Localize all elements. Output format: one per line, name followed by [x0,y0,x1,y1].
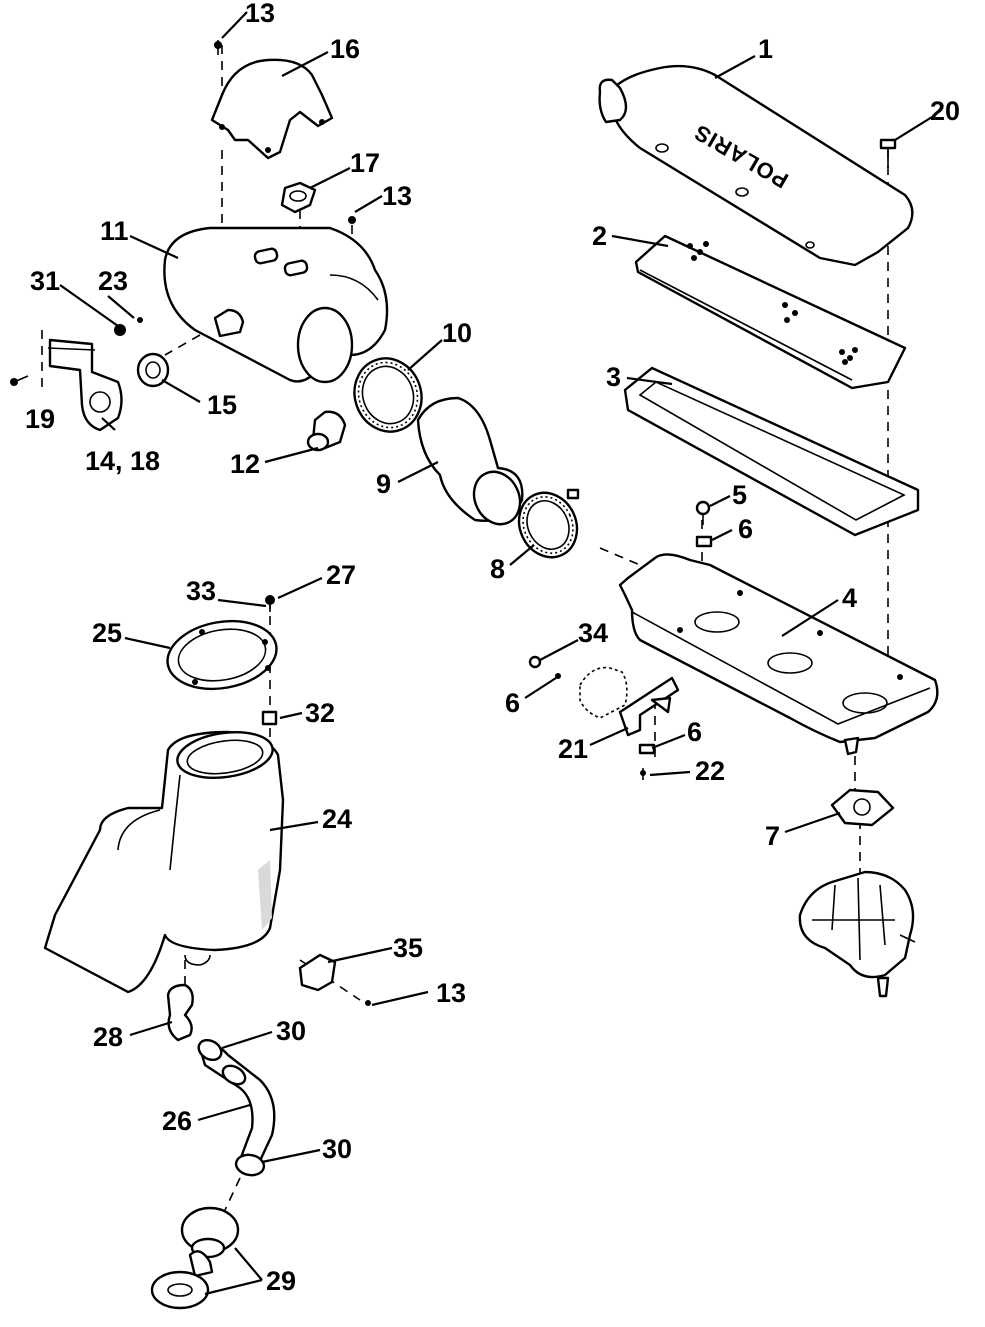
callout-20: 20 [930,96,960,126]
bracket-21 [618,676,680,737]
ghost-tube [579,666,628,719]
bolt-13-mid [348,216,356,224]
washer-screw-6-22 [638,743,656,780]
fitting-28 [166,983,194,1042]
ring-25 [166,619,278,691]
bolt-13-lower [365,1000,371,1006]
fasteners-19-23-31 [10,317,143,386]
callout-29: 29 [266,1266,296,1296]
elbow-12 [306,410,347,452]
base-4 [618,553,939,756]
callout-4: 4 [842,583,857,613]
callout-3: 3 [606,362,621,392]
callout-11: 11 [100,216,129,246]
seal-15 [136,352,170,388]
callout-30-b: 30 [322,1134,352,1164]
callout-19: 19 [25,404,55,434]
callout-32: 32 [305,698,335,728]
callout-6-c: 6 [687,717,702,747]
bracket-14-18 [47,338,123,432]
callout-27: 27 [326,560,356,590]
callout-15: 15 [207,390,237,420]
callout-30-a: 30 [276,1016,306,1046]
callout-9: 9 [376,469,391,499]
grommet-17 [280,181,317,214]
callout-13-a: 13 [245,0,275,28]
screw-20 [879,138,897,168]
screw-27-33 [265,595,275,612]
callout-8: 8 [490,554,505,584]
callout-13-c: 13 [436,978,466,1008]
airbox-24 [43,730,285,994]
callout-28: 28 [93,1022,123,1052]
callout-6-a: 6 [738,514,753,544]
callout-6-b: 6 [505,688,520,718]
callout-34: 34 [578,618,608,648]
heat-shield-16 [210,58,334,160]
callout-labels: 1 2 3 4 5 6 6 6 7 8 9 10 11 12 13 13 13 … [25,0,960,1296]
callout-5: 5 [732,480,747,510]
callout-35: 35 [393,933,423,963]
gasket-3 [623,366,920,537]
callout-14-18: 14, 18 [85,446,160,476]
callout-25: 25 [92,618,122,648]
drain-valve-29 [150,1206,240,1310]
intake-boot-9 [416,396,524,526]
callout-7: 7 [765,821,780,851]
callout-22: 22 [695,756,725,786]
callout-13-b: 13 [382,181,412,211]
callout-21: 21 [558,734,588,764]
clamp-8 [517,488,580,559]
clamp-10 [353,357,423,433]
callout-17: 17 [350,148,380,178]
bolt-13-top [214,40,222,55]
carburetor [798,870,916,998]
leader-lines [59,11,933,1296]
clamps-30 [197,1038,266,1177]
callout-33: 33 [186,576,216,606]
callout-16: 16 [330,34,360,64]
callout-2: 2 [592,221,607,251]
callout-12: 12 [230,449,260,479]
clip-35 [298,953,337,992]
callout-24: 24 [322,804,352,834]
gasket-7 [830,788,895,827]
bolt-5-washer-6 [695,500,713,548]
callout-10: 10 [442,318,472,348]
callout-26: 26 [162,1106,192,1136]
callout-23: 23 [98,266,128,296]
callout-31: 31 [30,266,60,296]
fasteners-34-6 [528,655,561,679]
cover-1: POLARIS [598,64,914,267]
filter-element-2 [634,234,907,390]
callout-1: 1 [758,34,773,64]
silencer-11 [163,226,389,384]
hose-26 [198,1044,276,1167]
nut-32 [261,710,278,726]
filter-markings [687,241,858,365]
